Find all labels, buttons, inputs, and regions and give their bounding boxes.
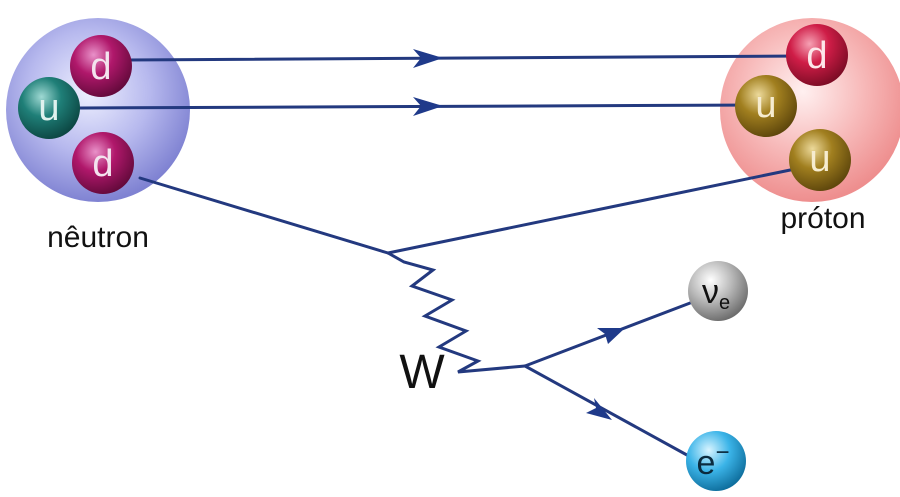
d-quark-decay-line [138,176,390,255]
u-quark-created-line [386,166,802,255]
arrow-icon [597,328,625,344]
electron-neutrino-ball [688,261,748,321]
proton-halo [720,18,900,202]
electron-line [523,364,698,462]
proton-quark-d [786,24,848,86]
neutron-quark-d-bottom-label: d [92,143,113,185]
neutron-halo [6,18,190,202]
arrow-icon [413,97,443,116]
electron-symbol: e [697,444,716,482]
electron-label: e− [697,439,730,482]
arrow-icon [413,49,443,68]
neutron-quark-u-label: u [38,87,59,129]
proton-quark-u-top-label: u [755,84,776,126]
d-quark-line [125,54,802,62]
proton-quark-u-bottom [789,129,851,191]
electron-neutrino-label: νe [702,273,730,314]
neutrino-symbol: ν [702,273,719,311]
electron-ball [686,431,746,491]
neutron-quark-d-top-label: d [90,46,111,88]
proton-label: próton [780,202,865,235]
neutron-quark-u [18,77,80,139]
proton-quark-d-label: d [806,35,827,77]
neutrino-subscript: e [719,292,730,314]
neutron-quark-d-bottom [72,132,134,194]
proton-quark-u-bottom-label: u [809,138,830,180]
proton-quark-u-top [735,75,797,137]
electron-superscript: − [715,439,729,466]
w-boson-wavy-line [386,251,527,374]
neutron-quark-d-top [70,35,132,97]
neutron-label: nêutron [47,221,149,254]
arrow-icon [586,398,612,420]
w-boson-label: W [399,346,445,399]
